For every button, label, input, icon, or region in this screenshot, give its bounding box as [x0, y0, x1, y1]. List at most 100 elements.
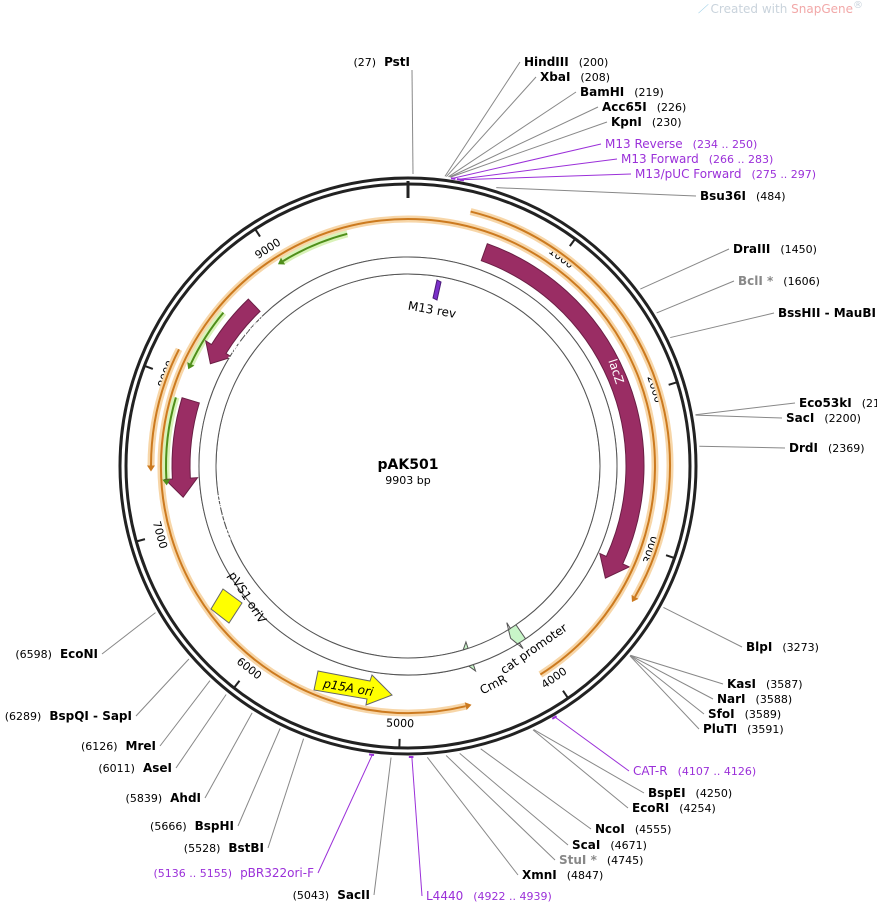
primer-label[interactable]: L4440(4922 .. 4939) [426, 889, 552, 903]
primer-label[interactable]: CAT-R(4107 .. 4126) [633, 764, 756, 778]
site-name: BclI * [738, 274, 774, 288]
site-name: Acc65I [602, 100, 647, 114]
green-arc-lower-line [165, 397, 177, 480]
site-leader [101, 612, 156, 655]
site-position: (6011) [98, 762, 135, 775]
site-position: (6126) [81, 740, 118, 753]
site-label-DraIII[interactable]: DraIII(1450) [733, 242, 817, 256]
site-label-XmnI[interactable]: XmnI (4847) [522, 868, 603, 882]
site-name: KasI [727, 677, 756, 691]
site-label-Acc65I[interactable]: Acc65I(226) [602, 100, 686, 114]
site-leader [533, 729, 645, 794]
site-label-MreI[interactable]: MreI(6126) [81, 739, 156, 753]
site-leader [532, 729, 629, 809]
primer-label[interactable]: M13/pUC Forward(275 .. 297) [635, 167, 816, 181]
site-leader [411, 69, 414, 175]
plasmid-length: 9903 bp [385, 474, 430, 487]
site-label-NcoI[interactable]: NcoI(4555) [595, 822, 671, 836]
primer-leader [452, 143, 602, 179]
p15A-ori-feature[interactable] [313, 670, 393, 706]
site-label-AhdI[interactable]: AhdI(5839) [126, 791, 201, 805]
primer-label[interactable]: M13 Reverse(234 .. 250) [605, 137, 757, 151]
site-leader [446, 76, 537, 177]
site-label-BlpI[interactable]: BlpI(3273) [746, 640, 819, 654]
primer-name: M13 Forward [621, 152, 699, 166]
pVS1-RepA-feature[interactable] [164, 397, 200, 498]
site-label-KasI[interactable]: KasI(3587) [727, 677, 803, 691]
site-label-EcoNI[interactable]: EcoNI(6598) [15, 647, 98, 661]
site-label-PluTI[interactable]: PluTI(3591) [703, 722, 784, 736]
features: M13 rev p15A ori pVS1 oriV lacZ CmR cat … [147, 208, 674, 717]
lacZ-feature[interactable] [480, 243, 645, 579]
site-name: StuI * [559, 853, 598, 867]
site-name: PstI [384, 55, 410, 69]
site-name: XmnI [522, 868, 557, 882]
site-leader [695, 402, 796, 416]
site-label-KpnI[interactable]: KpnI(230) [611, 115, 682, 129]
primer-label[interactable]: pBR322ori-F(5136 .. 5155) [154, 866, 315, 880]
leader-lines [101, 61, 796, 897]
site-label-AseI[interactable]: AseI(6011) [98, 761, 172, 775]
site-label-Bsu36I[interactable]: Bsu36I(484) [700, 189, 786, 203]
tick-mark [562, 690, 569, 699]
site-leader [663, 607, 743, 648]
primer-leader [317, 754, 373, 874]
primer-label[interactable]: M13 Forward (266 .. 283) [621, 152, 773, 166]
site-label-NarI[interactable]: NarI(3588) [717, 692, 792, 706]
site-label-BclI[interactable]: BclI *(1606) [738, 274, 820, 288]
site-position: (3273) [782, 641, 819, 654]
primer-leader [554, 716, 630, 772]
site-label-SfoI[interactable]: SfoI(3589) [708, 707, 781, 721]
site-leader [267, 738, 305, 849]
pVS1-StaA-feature[interactable] [205, 298, 261, 365]
site-name: XbaI [540, 70, 570, 84]
site-label-XbaI[interactable]: XbaI(208) [540, 70, 610, 84]
site-label-BspHI[interactable]: BspHI(5666) [150, 819, 234, 833]
cat-promoter-feature[interactable] [198, 256, 618, 676]
site-name: SacI [786, 411, 814, 425]
site-position: (3588) [756, 693, 793, 706]
primer-name: M13 Reverse [605, 137, 683, 151]
site-name: HindIII [524, 55, 569, 69]
site-label-EcoRI[interactable]: EcoRI(4254) [632, 801, 716, 815]
site-label-SacII[interactable]: SacII (5043) [293, 888, 370, 902]
primer-range: (275 .. 297) [752, 168, 817, 181]
site-name: BspEI [648, 786, 686, 800]
tick-mark [144, 364, 154, 370]
site-leader [159, 680, 211, 747]
site-position: (5043) [293, 889, 330, 902]
site-label-HindIII[interactable]: HindIII(200) [524, 55, 608, 69]
site-label-ScaI[interactable]: ScaI(4671) [572, 838, 647, 852]
tick-mark [136, 538, 146, 543]
site-name: SacII [337, 888, 370, 902]
primer-range: (266 .. 283) [709, 153, 774, 166]
arc-arrowhead [187, 362, 195, 370]
M13-rev-feature[interactable] [432, 279, 442, 301]
pVS1-oriV-feature[interactable] [210, 588, 243, 624]
site-name: BstBI [228, 841, 264, 855]
site-label-BamHI[interactable]: BamHI(219) [580, 85, 664, 99]
site-position: (5528) [184, 842, 221, 855]
site-position: (4847) [567, 869, 604, 882]
site-label-BssHII[interactable]: BssHII - MauBI(1758) [778, 306, 877, 320]
primer-name: CAT-R [633, 764, 668, 778]
site-name: Bsu36I [700, 189, 746, 203]
site-label-Eco53kI[interactable]: Eco53kI(2198) [799, 396, 877, 410]
site-label-BspEI[interactable]: BspEI(4250) [648, 786, 732, 800]
primer-name: L4440 [426, 889, 463, 903]
site-label-StuI[interactable]: StuI *(4745) [559, 853, 643, 867]
site-label-DrdI[interactable]: DrdI(2369) [789, 441, 865, 455]
site-name: ScaI [572, 838, 600, 852]
site-label-BstBI[interactable]: BstBI (5528) [184, 841, 264, 855]
snapgene-watermark: ⟋Created with SnapGene® [698, 0, 863, 17]
tick-mark [665, 554, 675, 560]
site-label-BspQI[interactable]: BspQI - SapI(6289) [5, 709, 132, 723]
site-name: Eco53kI [799, 396, 852, 410]
site-leader [449, 106, 599, 178]
site-label-SacI[interactable]: SacI(2200) [786, 411, 861, 425]
site-label-PstI[interactable]: PstI(27) [353, 55, 410, 69]
site-position: (6289) [5, 710, 42, 723]
site-leader [699, 445, 786, 449]
site-labels: PstI(27)HindIII(200)XbaI(208)BamHI(219)A… [5, 55, 877, 903]
backbone-outer [118, 176, 698, 756]
